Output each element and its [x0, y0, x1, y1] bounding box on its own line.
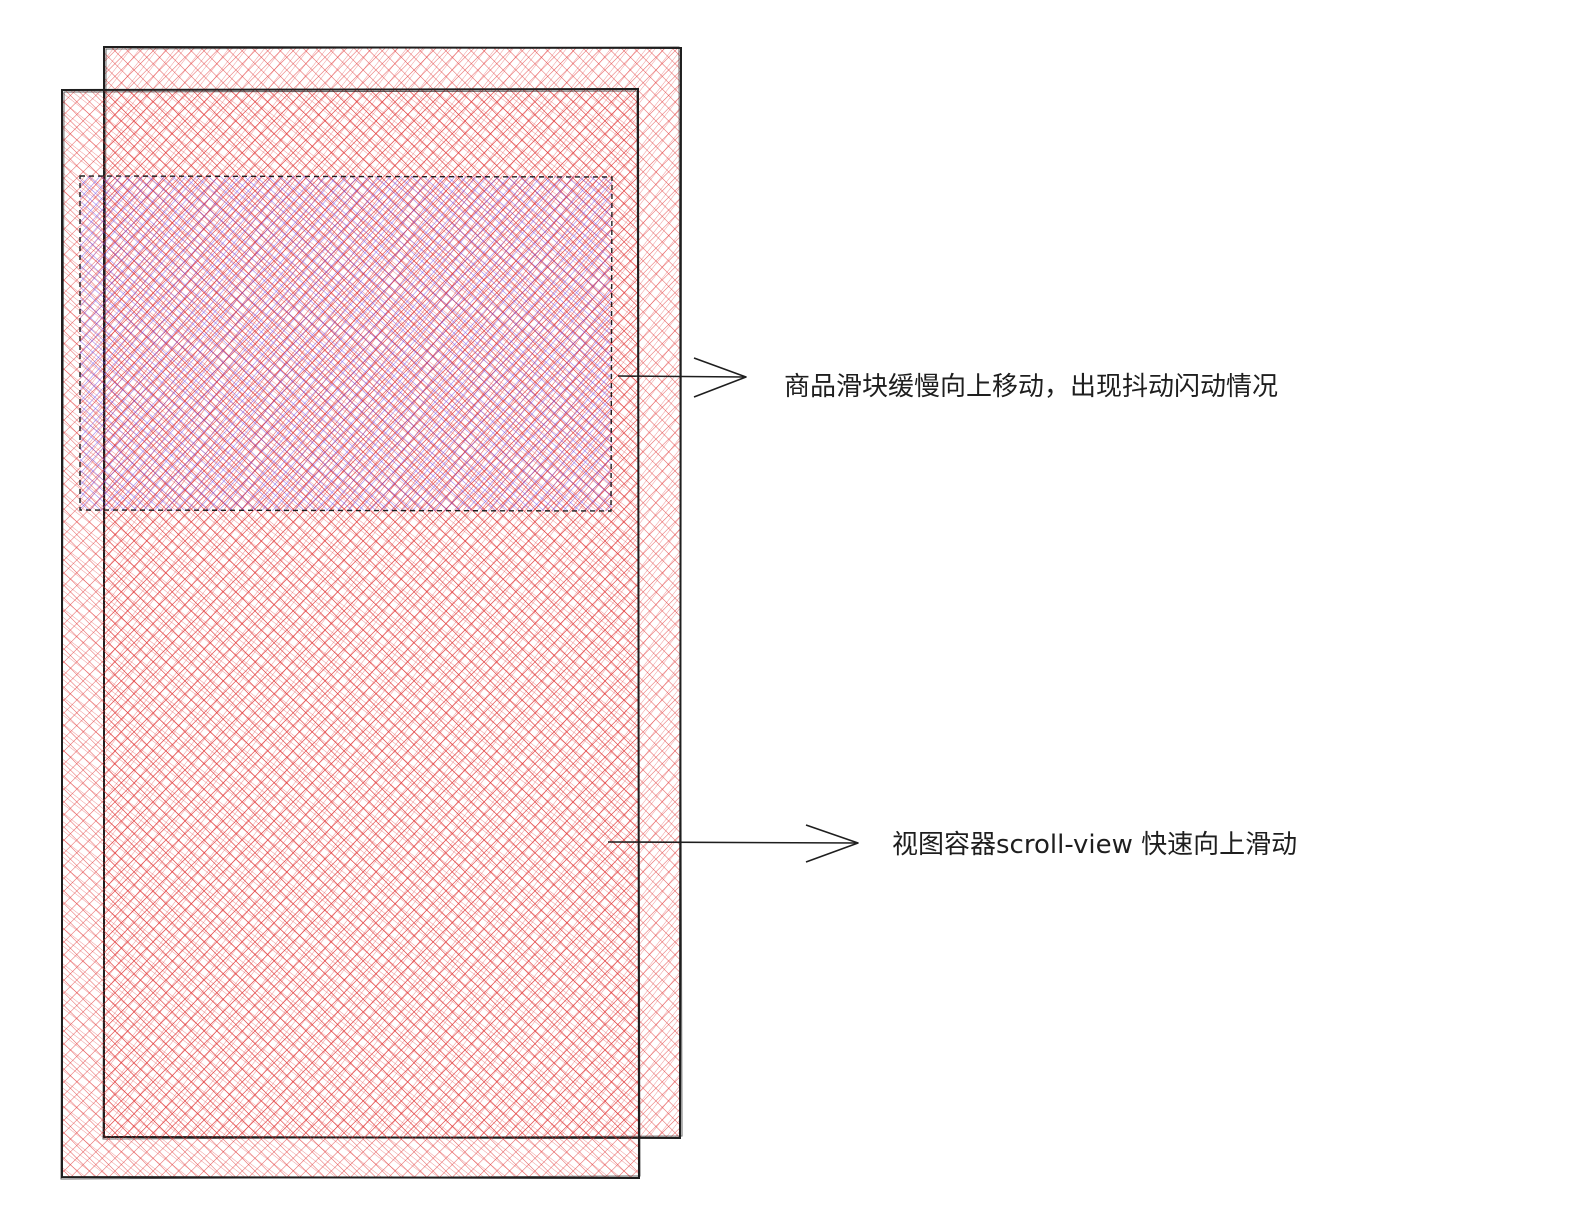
product-slider-block [79, 175, 613, 512]
slider-annotation: 商品滑块缓慢向上移动，出现抖动闪动情况 [784, 372, 1278, 402]
arrow-container [607, 824, 859, 863]
arrow-slider [617, 357, 747, 398]
container-annotation: 视图容器scroll-view 快速向上滑动 [892, 830, 1297, 860]
